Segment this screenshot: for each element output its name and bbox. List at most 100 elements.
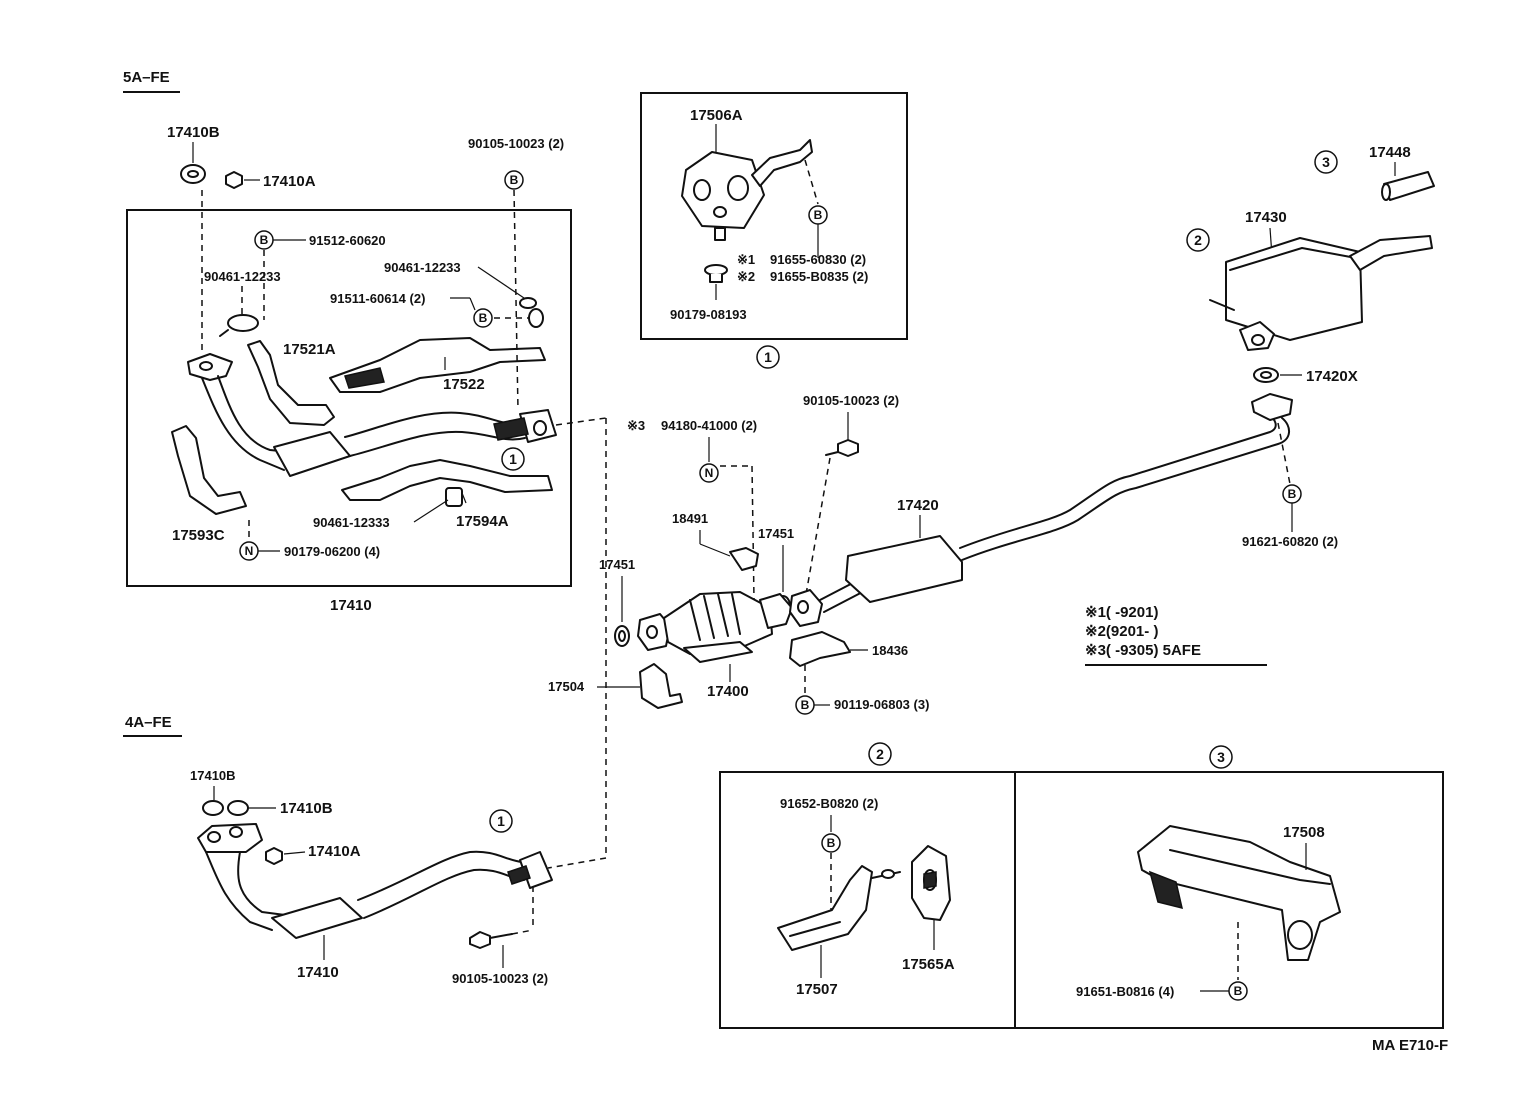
svg-text:B: B bbox=[1288, 487, 1297, 501]
label-17430: 17430 bbox=[1245, 209, 1287, 226]
support-17508 bbox=[1137, 825, 1341, 961]
heat-insulator-17521a bbox=[247, 340, 335, 426]
clamp-90461-12333 bbox=[445, 487, 463, 507]
bolt-90105-10023 bbox=[825, 439, 859, 457]
clamp-90461-12233 bbox=[219, 314, 259, 337]
label-17451a: 17451 bbox=[599, 557, 635, 572]
front-pipe-4afe bbox=[197, 823, 553, 939]
note-2: ※2(9201- ) bbox=[1085, 623, 1158, 640]
svg-text:3: 3 bbox=[1217, 749, 1225, 765]
label-18436: 18436 bbox=[872, 643, 908, 658]
label-17410-4a: 17410 bbox=[297, 964, 339, 981]
label-17565a: 17565A bbox=[902, 956, 955, 973]
label-90461-12333: 90461-12333 bbox=[313, 515, 390, 530]
callout-3-box bbox=[1209, 745, 1233, 769]
nut-17410a-4a bbox=[265, 847, 283, 865]
label-17594a: 17594A bbox=[456, 513, 509, 530]
label-91511-60614: 91511-60614 (2) bbox=[330, 291, 425, 306]
label-91512-60620: 91512-60620 bbox=[309, 233, 386, 248]
gasket-17410b-4a-1 bbox=[202, 800, 224, 816]
heat-insulator-18436 bbox=[789, 631, 851, 667]
label-17508: 17508 bbox=[1283, 824, 1325, 841]
mark-x3: ※3 bbox=[627, 418, 645, 433]
svg-text:4A–FE: 4A–FE bbox=[125, 714, 172, 731]
label-17410b-4a-1: 17410B bbox=[190, 768, 236, 783]
label-17420: 17420 bbox=[897, 497, 939, 514]
front-pipe-5afe bbox=[187, 353, 557, 477]
hanger-17506a bbox=[681, 139, 813, 241]
label-17400: 17400 bbox=[707, 683, 749, 700]
gasket-17410b-4a-2 bbox=[227, 800, 249, 816]
hanger-17565a bbox=[911, 845, 951, 921]
header-4afe: 4A–FE bbox=[123, 714, 182, 737]
label-17506a: 17506A bbox=[690, 107, 743, 124]
label-17410b: 17410B bbox=[167, 124, 220, 141]
label-17507: 17507 bbox=[796, 981, 838, 998]
label-94180-41000: 94180-41000 (2) bbox=[661, 418, 757, 433]
center-pipe-17420 bbox=[789, 393, 1293, 627]
svg-text:B: B bbox=[801, 698, 810, 712]
label-91621-60820: 91621-60820 (2) bbox=[1242, 534, 1338, 549]
label-90105-10023-mid: 90105-10023 (2) bbox=[803, 393, 899, 408]
svg-text:1: 1 bbox=[497, 813, 505, 829]
label-17521a: 17521A bbox=[283, 341, 336, 358]
label-17522: 17522 bbox=[443, 376, 485, 393]
callout-1-4a bbox=[489, 809, 513, 833]
muffler-17430 bbox=[1209, 235, 1433, 351]
gasket-18491 bbox=[729, 547, 759, 571]
grommet-90179-08193 bbox=[704, 264, 728, 283]
svg-text:B: B bbox=[1234, 984, 1243, 998]
svg-text:2: 2 bbox=[1194, 232, 1202, 248]
label-91651-b0816: 91651-B0816 (4) bbox=[1076, 984, 1174, 999]
tailpipe-17448 bbox=[1381, 171, 1435, 201]
label-90105-10023: 90105-10023 (2) bbox=[468, 136, 564, 151]
svg-text:B: B bbox=[479, 311, 488, 325]
label-90105-10023-4a: 90105-10023 (2) bbox=[452, 971, 548, 986]
label-90179-06200: 90179-06200 (4) bbox=[284, 544, 380, 559]
label-90461-12233b: 90461-12233 bbox=[384, 260, 461, 275]
svg-text:1: 1 bbox=[764, 349, 772, 365]
gasket-17410b bbox=[180, 164, 206, 184]
bracket-17593c bbox=[171, 425, 247, 515]
label-17504: 17504 bbox=[548, 679, 585, 694]
note-1: ※1( -9201) bbox=[1085, 604, 1158, 621]
clamp-small bbox=[519, 297, 537, 309]
svg-text:B: B bbox=[260, 233, 269, 247]
label-90119-06803: 90119-06803 (3) bbox=[834, 697, 929, 712]
catalytic-converter-17400 bbox=[637, 591, 793, 663]
heat-insulator-17504 bbox=[639, 663, 683, 709]
svg-text:B: B bbox=[827, 836, 836, 850]
svg-text:3: 3 bbox=[1322, 154, 1330, 170]
label-91655-60830: 91655-60830 (2) bbox=[770, 252, 866, 267]
label-17410a: 17410A bbox=[263, 173, 316, 190]
group-box-17410 bbox=[126, 209, 572, 587]
label-17451b: 17451 bbox=[758, 526, 794, 541]
label-91655-b0835: 91655-B0835 (2) bbox=[770, 269, 868, 284]
svg-text:B: B bbox=[814, 208, 823, 222]
group-box-detail-1 bbox=[640, 92, 908, 340]
label-17410: 17410 bbox=[330, 597, 372, 614]
svg-text:B: B bbox=[510, 173, 519, 187]
label-17410b-4a-2: 17410B bbox=[280, 800, 333, 817]
callout-1 bbox=[501, 447, 525, 471]
callout-1-box bbox=[756, 345, 780, 369]
callout-3 bbox=[1314, 150, 1338, 174]
mark-x1: ※1 bbox=[737, 252, 755, 267]
callout-2 bbox=[1186, 228, 1210, 252]
ring-17451a bbox=[614, 625, 630, 647]
svg-text:2: 2 bbox=[876, 746, 884, 762]
nut-17410a bbox=[225, 171, 243, 189]
label-90461-12233: 90461-12233 bbox=[204, 269, 281, 284]
callout-2-box bbox=[868, 742, 892, 766]
svg-text:1: 1 bbox=[509, 451, 517, 467]
label-90179-08193: 90179-08193 bbox=[670, 307, 747, 322]
label-17410a-4a: 17410A bbox=[308, 843, 361, 860]
notes-legend: ※1( -9201) ※2(9201- ) ※3( -9305) 5AFE bbox=[1085, 604, 1267, 666]
bolt-90105-10023-4a bbox=[469, 931, 513, 949]
heat-insulator-17594a bbox=[341, 459, 553, 501]
label-17448: 17448 bbox=[1369, 144, 1411, 161]
label-91652-b0820: 91652-B0820 (2) bbox=[780, 796, 878, 811]
gasket-17420x bbox=[1253, 367, 1279, 383]
bolt-ring bbox=[528, 308, 544, 328]
